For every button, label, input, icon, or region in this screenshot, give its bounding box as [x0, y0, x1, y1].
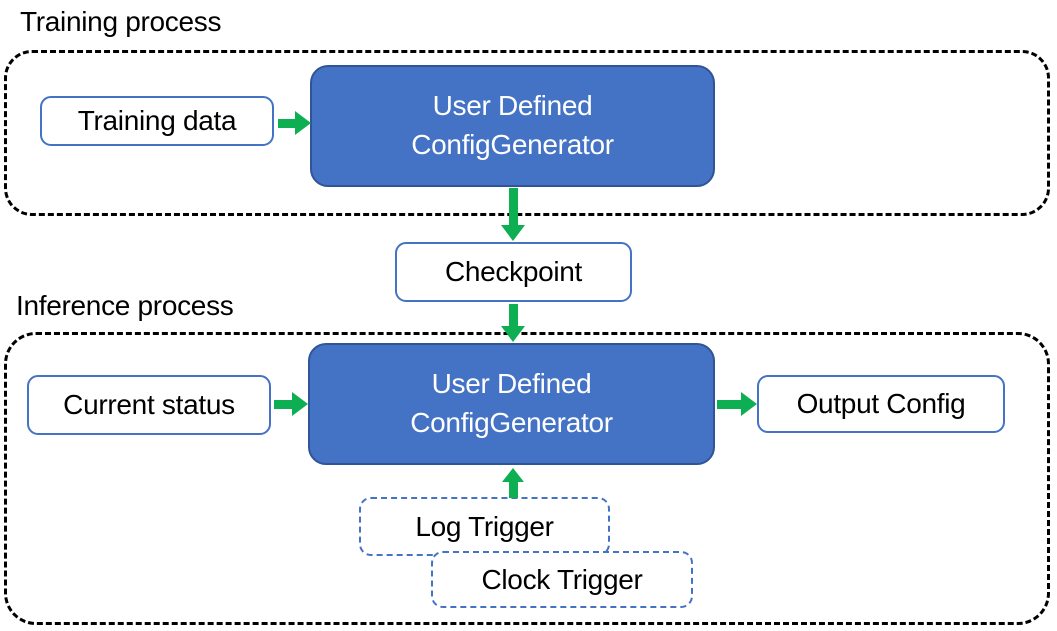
inference-process-label: Inference process — [16, 290, 234, 321]
arrow-shaft — [508, 482, 518, 498]
training-process-label: Training process — [20, 6, 222, 37]
arrow-shaft — [274, 399, 292, 409]
inference-generator-line1: User Defined — [431, 368, 592, 400]
current-status-label: Current status — [63, 389, 235, 420]
arrow-head-icon — [501, 326, 525, 342]
arrow-triggers-to-generator — [502, 468, 524, 498]
training-process-container — [4, 50, 1050, 216]
checkpoint-box: Checkpoint — [395, 242, 632, 302]
arrow-current-status-to-generator — [274, 392, 308, 416]
training-generator-box: User Defined ConfigGenerator — [310, 65, 715, 187]
arrow-head-icon — [295, 111, 311, 135]
arrow-shaft — [717, 399, 741, 409]
inference-process-container — [4, 332, 1050, 625]
checkpoint-label: Checkpoint — [444, 256, 583, 287]
current-status-box: Current status — [27, 375, 271, 435]
arrow-head-icon — [292, 392, 308, 416]
training-generator-line1: User Defined — [432, 90, 593, 122]
arrow-checkpoint-to-inference-generator — [501, 304, 525, 342]
arrow-head-icon — [501, 225, 525, 241]
log-trigger-box: Log Trigger — [359, 497, 610, 556]
clock-trigger-label: Clock Trigger — [481, 563, 643, 595]
training-generator-line2: ConfigGenerator — [411, 129, 614, 160]
arrow-head-icon — [502, 468, 524, 482]
inference-generator-box: User Defined ConfigGenerator — [308, 343, 715, 465]
training-data-label: Training data — [77, 105, 237, 136]
clock-trigger-box: Clock Trigger — [431, 551, 693, 608]
arrow-shaft — [508, 188, 518, 225]
arrow-head-icon — [741, 392, 757, 416]
arrow-generator-to-checkpoint — [501, 188, 525, 241]
arrow-shaft — [278, 118, 295, 128]
arrow-shaft — [508, 304, 518, 326]
inference-generator-line2: ConfigGenerator — [410, 407, 613, 438]
training-data-box: Training data — [40, 96, 274, 146]
arrow-generator-to-output-config — [717, 392, 757, 416]
output-config-box: Output Config — [757, 375, 1005, 433]
log-trigger-label: Log Trigger — [415, 510, 554, 542]
output-config-label: Output Config — [796, 388, 966, 419]
arrow-training-data-to-generator — [278, 111, 311, 135]
